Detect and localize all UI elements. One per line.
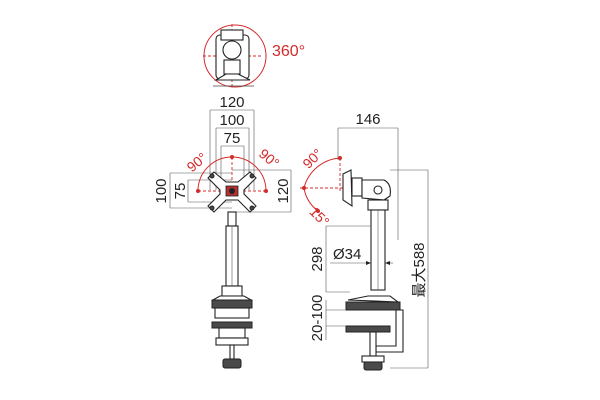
tilt-right-label: 90° [256,145,283,171]
rotation-view: 360° [203,24,305,88]
tilt-up-label: 90° [299,145,325,171]
side-clamp [345,295,404,371]
side-view: 146 90° 15° [299,111,429,371]
tilt-left-label: 90° [184,149,211,175]
max-height-label: 最大588 [411,242,428,297]
front-clamp [210,295,254,369]
vesa-height-75: 75 [172,183,189,200]
tilt-down-label: 15° [306,203,332,229]
front-pole [221,211,243,297]
vesa-height-120: 120 [275,178,292,203]
vesa-width-100: 100 [219,112,244,129]
rotation-head-top-view [213,29,254,87]
max-height-dim: 最大588 [390,169,429,369]
vesa-width-120: 120 [219,94,244,111]
vesa-width-75: 75 [224,130,241,147]
clamp-range-label: 20-100 [309,295,326,342]
side-head [342,169,391,208]
rotation-label: 360° [272,43,305,60]
arm-reach-dim: 146 [337,111,399,240]
vesa-height-dims: 100 75 120 [153,169,292,213]
pole-height-dim: 298 [309,225,371,293]
vesa-plate [207,171,257,213]
pole-diameter-dim: Ø34 [330,246,393,265]
pole-height-label: 298 [309,246,326,271]
side-pole [367,199,389,291]
pole-diameter-label: Ø34 [333,246,361,263]
arm-reach-label: 146 [355,111,380,128]
vesa-height-100: 100 [153,178,170,203]
front-view: 120 100 75 100 75 120 [153,94,292,369]
clamp-range-dim: 20-100 [309,295,346,342]
